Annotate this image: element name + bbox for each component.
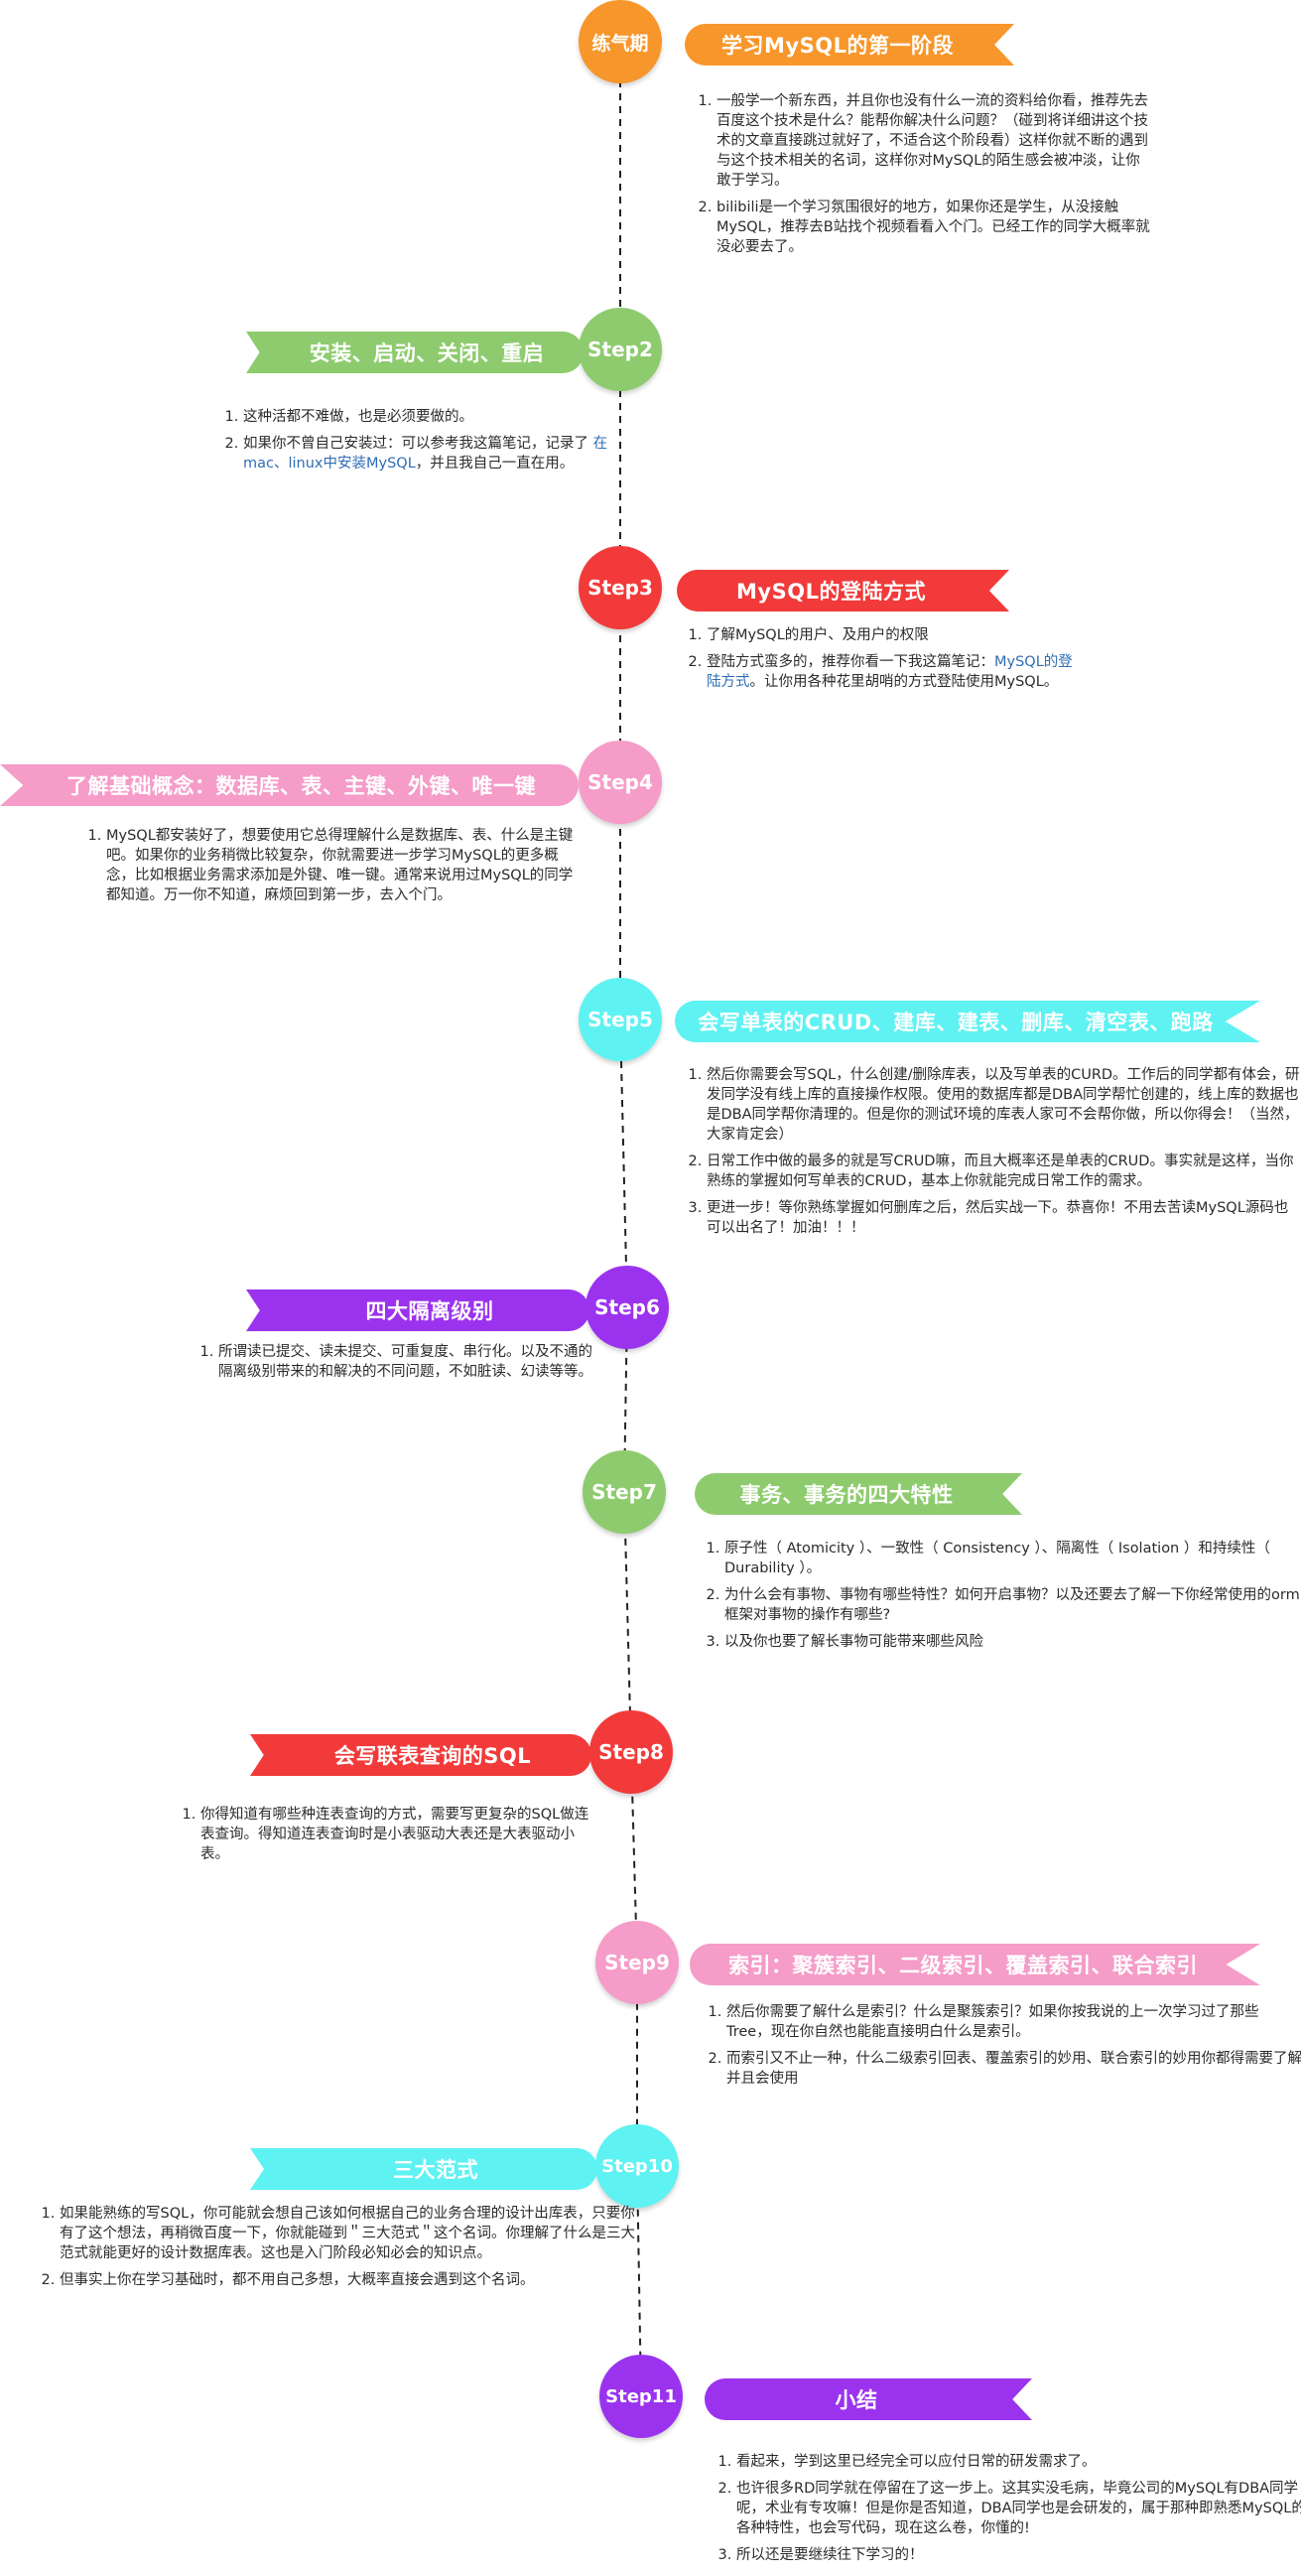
step-node-7: Step7	[583, 1450, 666, 1534]
list-item: 更进一步！等你熟练掌握如何删库之后，然后实战一下。恭喜你！不用去苦读MySQL源…	[707, 1198, 1301, 1238]
list-item-text: 登陆方式蛮多的，推荐你看一下我这篇笔记：	[707, 654, 994, 670]
step-node-6: Step6	[585, 1266, 669, 1349]
login-methods-link[interactable]: MySQL的登陆方式	[707, 654, 1073, 690]
list-item: 所谓读已提交、读未提交、可重复度、串行化。以及不通的隔离级别带来的和解决的不同问…	[218, 1342, 605, 1382]
step-banner-10: 三大范式	[250, 2148, 597, 2190]
list-item: 为什么会有事物、事物有哪些特性？如何开启事物？以及还要去了解一下你经常使用的or…	[724, 1585, 1300, 1625]
step-node-11: Step11	[599, 2355, 683, 2438]
step-description-9: 然后你需要了解什么是索引？什么是聚簇索引？如果你按我说的上一次学习过了那些Tre…	[705, 2002, 1301, 2096]
list-item-text: ，并且我自己一直在用。	[415, 456, 575, 472]
step-node-4: Step4	[579, 741, 662, 824]
list-item: 所以还是要继续往下学习的！	[736, 2545, 1301, 2565]
list-item: MySQL都安装好了，想要使用它总得理解什么是数据库、表、什么是主键吧。如果你的…	[106, 826, 583, 905]
step-banner-5: 会写单表的CRUD、建库、建表、删库、清空表、跑路	[675, 1001, 1260, 1042]
step-description-7: 原子性（ Atomicity ）、一致性（ Consistency ）、隔离性（…	[703, 1539, 1300, 1659]
step-description-6: 所谓读已提交、读未提交、可重复度、串行化。以及不通的隔离级别带来的和解决的不同问…	[196, 1342, 605, 1389]
step-node-1: 练气期	[579, 0, 662, 83]
step-banner-3: MySQL的登陆方式	[677, 570, 1009, 611]
step-description-3: 了解MySQL的用户、及用户的权限 登陆方式蛮多的，推荐你看一下我这篇笔记：My…	[685, 625, 1084, 699]
list-item: 如果你不曾自己安装过：可以参考我这篇笔记，记录了 在mac、linux中安装My…	[243, 434, 610, 474]
step-description-5: 然后你需要会写SQL，什么创建/删除库表，以及写单表的CURD。工作后的同学都有…	[685, 1065, 1301, 1245]
install-mysql-link[interactable]: 在mac、linux中安装MySQL	[243, 436, 608, 472]
step-description-11: 看起来，学到这里已经完全可以应付日常的研发需求了。 也许很多RD同学就在停留在了…	[715, 2452, 1301, 2572]
list-item: 但事实上你在学习基础时，都不用自己多想，大概率直接会遇到这个名词。	[60, 2270, 635, 2290]
list-item: 然后你需要了解什么是索引？什么是聚簇索引？如果你按我说的上一次学习过了那些Tre…	[726, 2002, 1301, 2042]
step-description-2: 这种活都不难做，也是必须要做的。 如果你不曾自己安装过：可以参考我这篇笔记，记录…	[221, 407, 610, 480]
step-description-8: 你得知道有哪些种连表查询的方式，需要写更复杂的SQL做连表查询。得知道连表查询时…	[179, 1805, 597, 1871]
step-banner-4: 了解基础概念：数据库、表、主键、外键、唯一键	[0, 764, 579, 806]
step-node-2: Step2	[579, 308, 662, 391]
list-item-text: 。让你用各种花里胡哨的方式登陆使用MySQL。	[749, 674, 1059, 690]
list-item: 看起来，学到这里已经完全可以应付日常的研发需求了。	[736, 2452, 1301, 2472]
list-item: 如果能熟练的写SQL，你可能就会想自己该如何根据自己的业务合理的设计出库表，只要…	[60, 2204, 635, 2263]
step-node-10: Step10	[595, 2124, 679, 2208]
list-item: 你得知道有哪些种连表查询的方式，需要写更复杂的SQL做连表查询。得知道连表查询时…	[200, 1805, 597, 1864]
step-banner-8: 会写联表查询的SQL	[250, 1734, 591, 1776]
list-item: 这种活都不难做，也是必须要做的。	[243, 407, 610, 427]
step-node-5: Step5	[579, 978, 662, 1061]
step-banner-9: 索引：聚簇索引、二级索引、覆盖索引、联合索引	[690, 1944, 1260, 1985]
step-node-8: Step8	[589, 1710, 673, 1794]
step-description-1: 一般学一个新东西，并且你也没有什么一流的资料给你看，推荐先去百度这个技术是什么？…	[695, 91, 1153, 264]
step-banner-6: 四大隔离级别	[246, 1289, 589, 1331]
step-description-4: MySQL都安装好了，想要使用它总得理解什么是数据库、表、什么是主键吧。如果你的…	[84, 826, 583, 912]
step-banner-11: 小结	[705, 2378, 1032, 2420]
list-item: bilibili是一个学习氛围很好的地方，如果你还是学生，从没接触MySQL，推…	[716, 198, 1153, 257]
list-item: 以及你也要了解长事物可能带来哪些风险	[724, 1632, 1300, 1652]
step-node-9: Step9	[595, 1921, 679, 2004]
step-banner-1: 学习MySQL的第一阶段	[685, 24, 1014, 66]
list-item: 而索引又不止一种，什么二级索引回表、覆盖索引的妙用、联合索引的妙用你都得需要了解…	[726, 2049, 1301, 2089]
step-banner-7: 事务、事务的四大特性	[695, 1473, 1022, 1515]
list-item: 一般学一个新东西，并且你也没有什么一流的资料给你看，推荐先去百度这个技术是什么？…	[716, 91, 1153, 191]
list-item-text: 如果你不曾自己安装过：可以参考我这篇笔记，记录了	[243, 436, 593, 452]
list-item: 原子性（ Atomicity ）、一致性（ Consistency ）、隔离性（…	[724, 1539, 1300, 1578]
list-item: 了解MySQL的用户、及用户的权限	[707, 625, 1084, 645]
dashed-connector	[619, 42, 642, 2397]
step-description-10: 如果能熟练的写SQL，你可能就会想自己该如何根据自己的业务合理的设计出库表，只要…	[38, 2204, 635, 2297]
step-node-3: Step3	[579, 546, 662, 629]
list-item: 也许很多RD同学就在停留在了这一步上。这其实没毛病，毕竟公司的MySQL有DBA…	[736, 2479, 1301, 2538]
step-banner-2: 安装、启动、关闭、重启	[246, 332, 584, 373]
list-item: 登陆方式蛮多的，推荐你看一下我这篇笔记：MySQL的登陆方式。让你用各种花里胡哨…	[707, 652, 1084, 692]
list-item: 然后你需要会写SQL，什么创建/删除库表，以及写单表的CURD。工作后的同学都有…	[707, 1065, 1301, 1145]
list-item: 日常工作中做的最多的就是写CRUD嘛，而且大概率还是单表的CRUD。事实就是这样…	[707, 1152, 1301, 1191]
